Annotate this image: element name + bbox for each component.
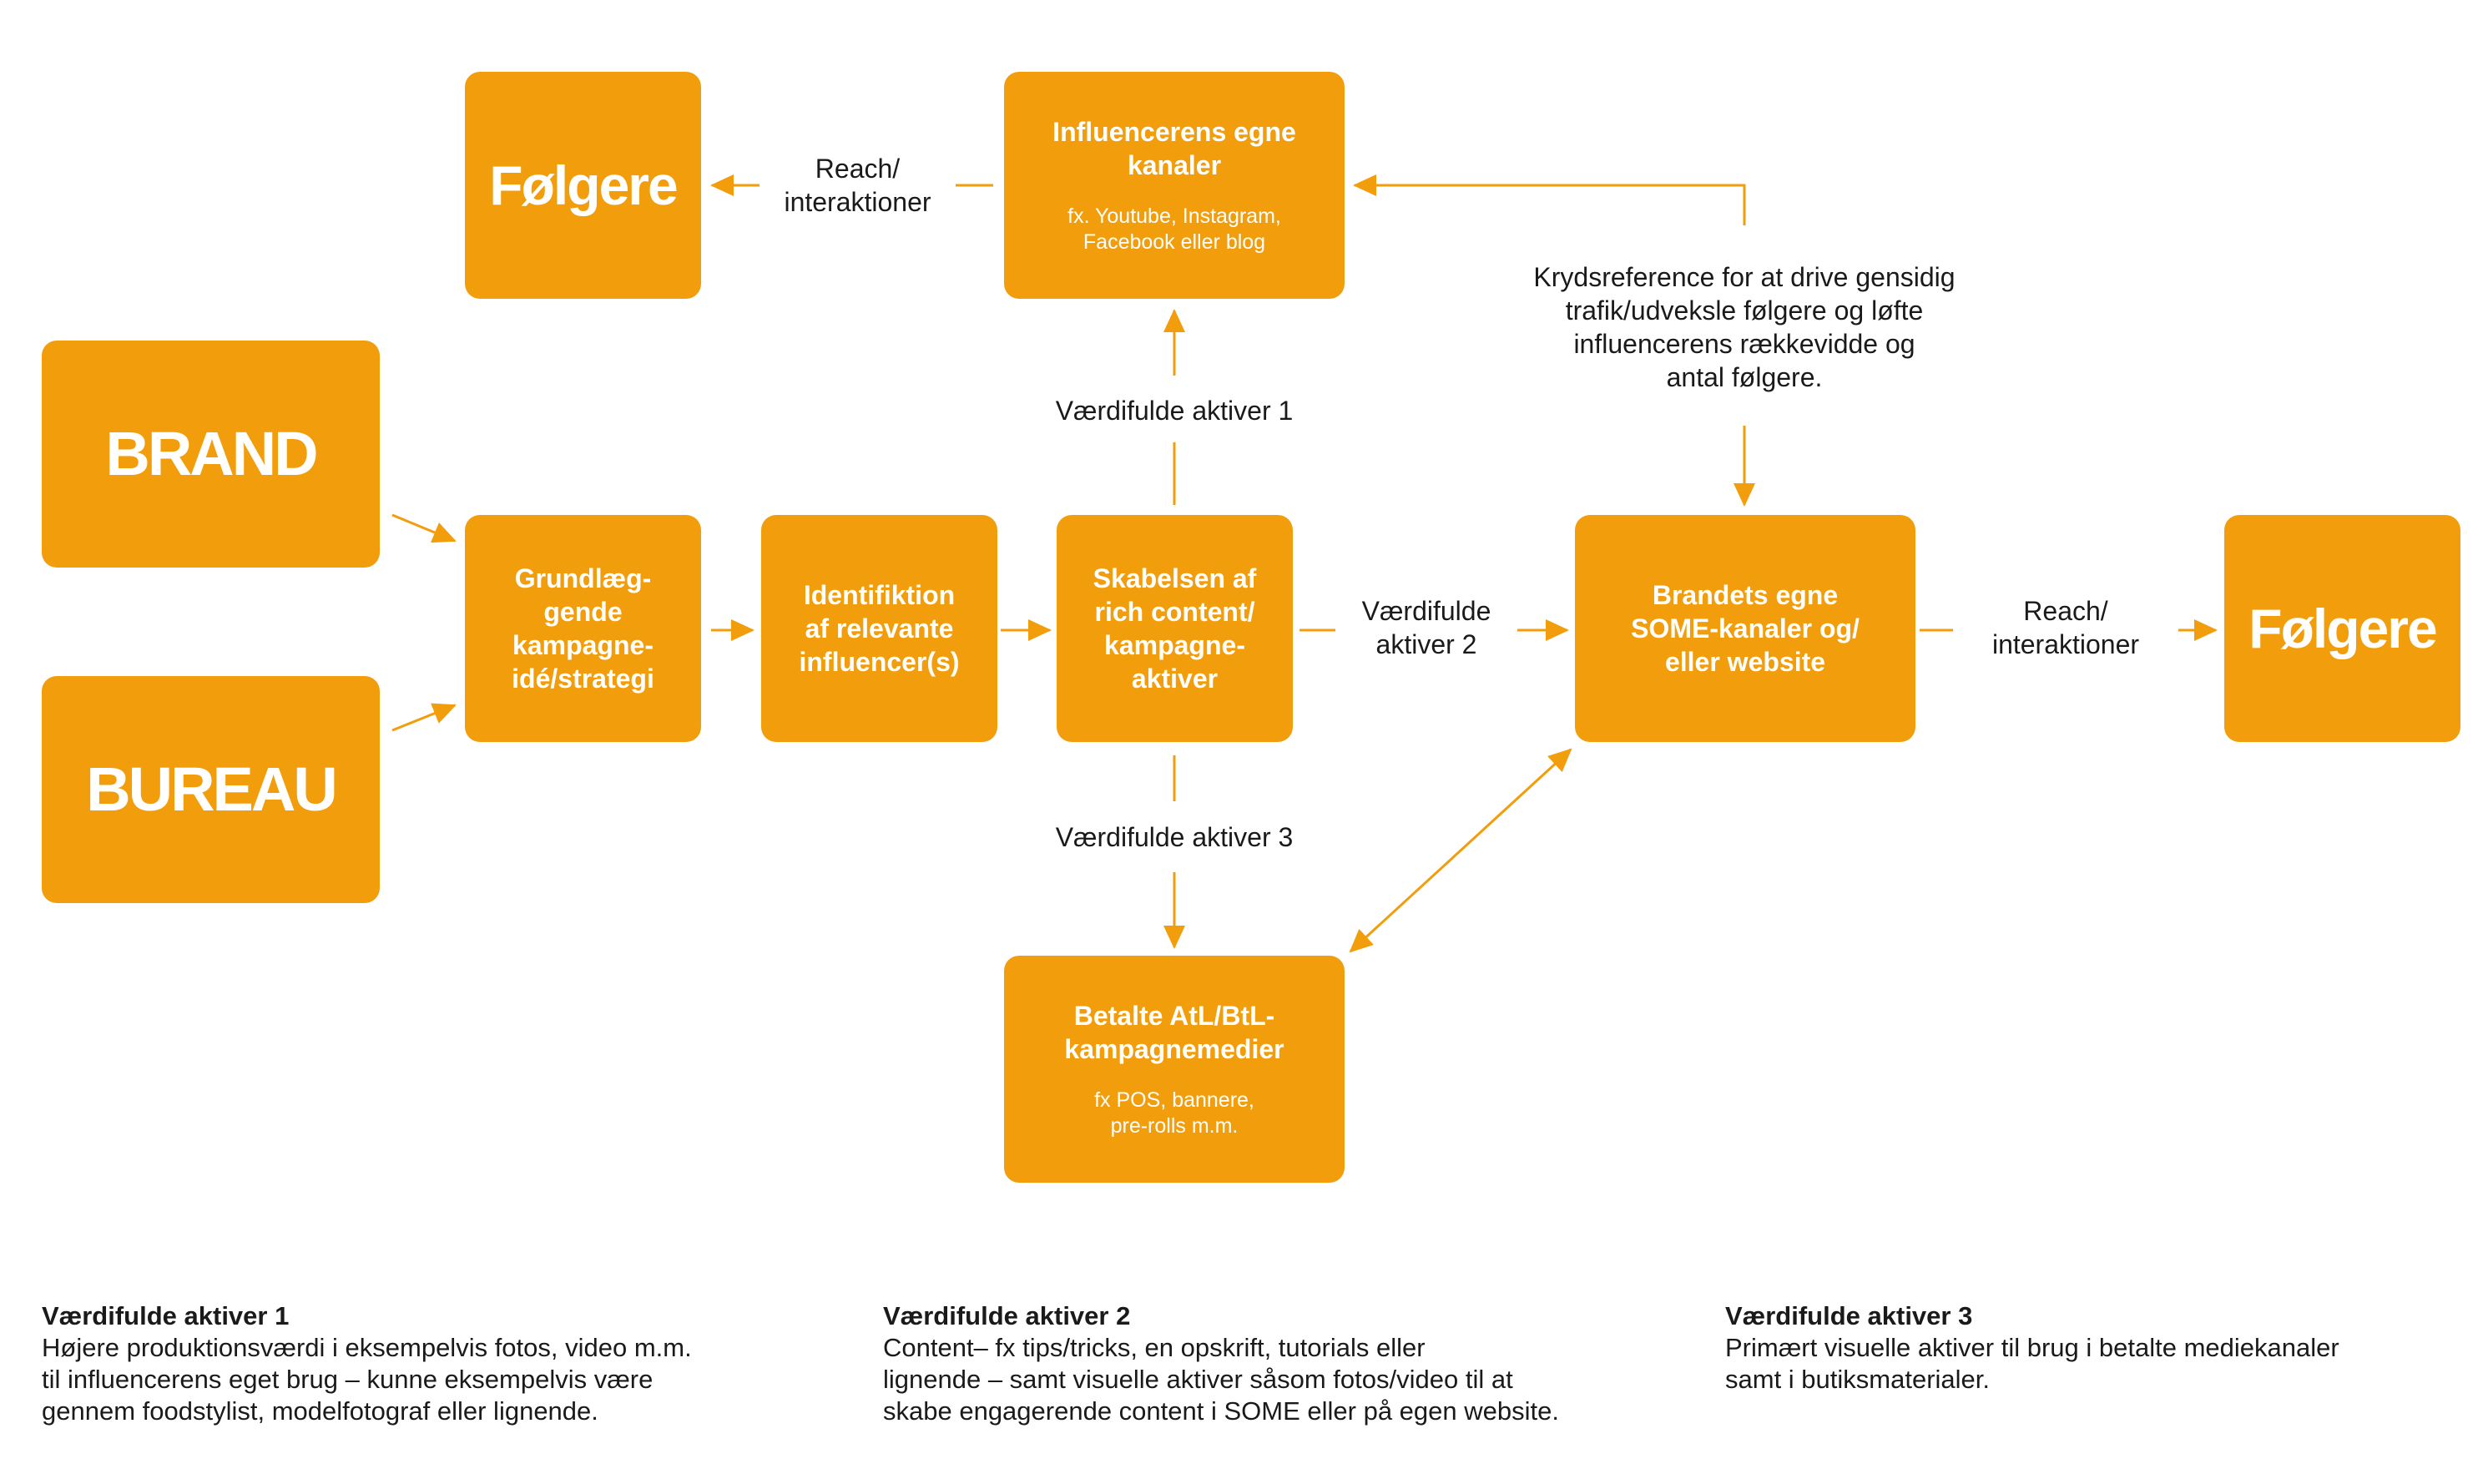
- box-identification-title: Identifiktion af relevante influencer(s): [799, 580, 960, 677]
- label-reach-top: Reach/ interaktioner: [764, 152, 951, 219]
- box-bureau: BUREAU: [42, 676, 380, 903]
- footnote-assets-3-heading: Værdifulde aktiver 3: [1725, 1301, 1973, 1330]
- box-followers-top: Følgere: [465, 72, 701, 299]
- label-reach-right: Reach/ interaktioner: [1957, 594, 2174, 661]
- box-identification: Identifiktion af relevante influencer(s): [761, 515, 997, 742]
- arrow-brand-to-strategy: [391, 513, 457, 543]
- label-assets-2: Værdifulde aktiver 2: [1339, 594, 1514, 661]
- box-followers-right-title: Følgere: [2248, 598, 2437, 659]
- box-influencer-channels-title: Influencerens egne kanaler: [1052, 117, 1296, 180]
- box-influencer-channels-subtitle: fx. Youtube, Instagram, Facebook eller b…: [1067, 204, 1281, 254]
- box-brand-channels-title: Brandets egne SOME-kanaler og/ eller web…: [1631, 580, 1860, 677]
- box-brand-title: BRAND: [105, 419, 318, 488]
- footnote-assets-2-text: Content– fx tips/tricks, en opskrift, tu…: [883, 1333, 1559, 1426]
- footnote-assets-3: Værdifulde aktiver 3 Primært visuelle ak…: [1725, 1300, 2460, 1396]
- footnote-assets-2-heading: Værdifulde aktiver 2: [883, 1301, 1131, 1330]
- box-influencer-channels: Influencerens egne kanaler fx. Youtube, …: [1004, 72, 1345, 299]
- box-paid-media-title: Betalte AtL/BtL- kampagnemedier: [1064, 1001, 1284, 1064]
- box-creation: Skabelsen af rich content/ kampagne- akt…: [1057, 515, 1293, 742]
- box-followers-right: Følgere: [2224, 515, 2460, 742]
- label-assets-1: Værdifulde aktiver 1: [1007, 394, 1341, 427]
- footnote-assets-1-text: Højere produktionsværdi i eksempelvis fo…: [42, 1333, 692, 1426]
- box-creation-title: Skabelsen af rich content/ kampagne- akt…: [1093, 563, 1257, 694]
- arrow-brand-channels-paid-media: [1349, 748, 1572, 953]
- arrow-crossref-to-influencer: [1353, 174, 1746, 225]
- label-cross-reference: Krydsreference for at drive gensidig tra…: [1469, 260, 2020, 394]
- box-brand: BRAND: [42, 341, 380, 568]
- footnote-assets-1: Værdifulde aktiver 1 Højere produktionsv…: [42, 1300, 843, 1427]
- arrow-bureau-to-strategy: [391, 703, 457, 732]
- box-paid-media: Betalte AtL/BtL- kampagnemedier fx POS, …: [1004, 956, 1345, 1183]
- box-brand-channels: Brandets egne SOME-kanaler og/ eller web…: [1575, 515, 1915, 742]
- footnote-assets-1-heading: Værdifulde aktiver 1: [42, 1301, 290, 1330]
- footnote-assets-3-text: Primært visuelle aktiver til brug i beta…: [1725, 1333, 2339, 1394]
- box-bureau-title: BUREAU: [86, 755, 338, 824]
- box-strategy: Grundlæg- gende kampagne- idé/strategi: [465, 515, 701, 742]
- box-paid-media-subtitle: fx POS, bannere, pre-rolls m.m.: [1094, 1088, 1254, 1138]
- box-strategy-title: Grundlæg- gende kampagne- idé/strategi: [512, 563, 654, 694]
- box-followers-top-title: Følgere: [489, 154, 678, 216]
- label-assets-3: Værdifulde aktiver 3: [1007, 820, 1341, 854]
- footnote-assets-2: Værdifulde aktiver 2 Content– fx tips/tr…: [883, 1300, 1684, 1427]
